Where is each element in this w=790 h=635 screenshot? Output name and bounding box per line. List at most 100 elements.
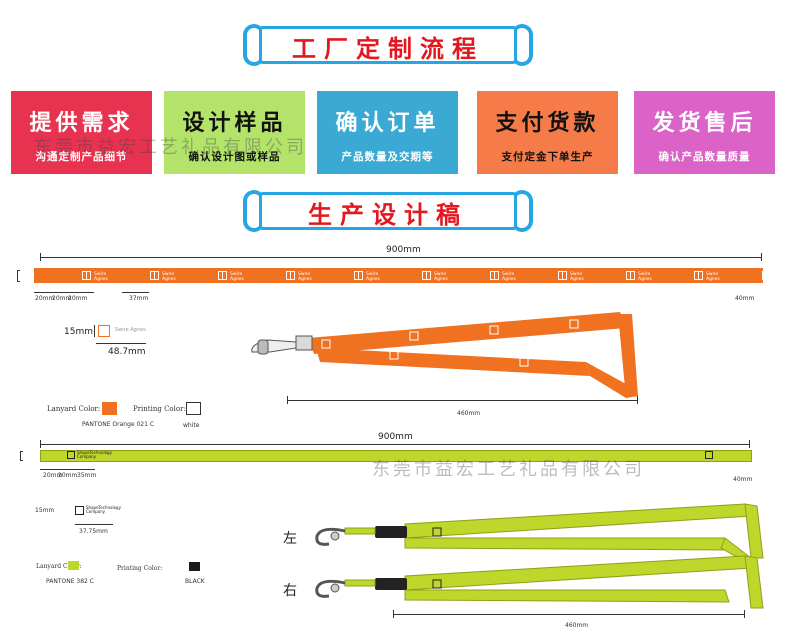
orange-strap-logo-text: Swire Agnes bbox=[434, 272, 448, 282]
orange-strap-logo: Swire Agnes bbox=[150, 271, 186, 282]
brand-mark-icon bbox=[422, 271, 431, 280]
green-logo-text: ShapeTechnology Company bbox=[77, 450, 112, 459]
orange-strap-logo: Swire Agnes bbox=[82, 271, 118, 282]
orange-strap-logo: Swire Agnes bbox=[694, 271, 730, 282]
orange-flat-strap: Swire Agnes Swire Agnes Swire Agnes Swire A… bbox=[34, 268, 788, 283]
step-shipping-aftersales: 发货售后 确认产品数量质量 bbox=[634, 91, 775, 174]
step-design-sample: 设计样品 确认设计图或样品 bbox=[164, 91, 305, 174]
step-provide-requirements: 提供需求 沟通定制产品细节 bbox=[11, 91, 152, 174]
brand-mark-icon bbox=[694, 271, 703, 280]
process-title-banner: 工厂定制流程 bbox=[243, 22, 533, 68]
right-label: 右 bbox=[283, 583, 297, 599]
orange-printing-swatch bbox=[186, 402, 201, 415]
brand-mark-icon bbox=[558, 271, 567, 280]
step-subtitle: 产品数量及交期等 bbox=[341, 151, 434, 163]
orange-width-marker bbox=[17, 270, 20, 282]
step-title: 提供需求 bbox=[29, 111, 134, 136]
orange-strap-logo-text: Swire Agnes bbox=[298, 272, 312, 282]
orange-strap-logo-text: Swire Agnes bbox=[570, 272, 584, 282]
brand-mark-icon bbox=[82, 271, 91, 280]
orange-lanyard-swatch bbox=[102, 402, 117, 415]
left-label: 左 bbox=[283, 531, 297, 547]
orange-strap-logo: Swire Agnes bbox=[762, 271, 790, 282]
green-hang-length: 460mm bbox=[565, 622, 589, 629]
orange-hang-dimension bbox=[287, 400, 638, 401]
orange-strap-logo: Swire Agnes bbox=[490, 271, 526, 282]
orange-hanging-lanyard bbox=[251, 312, 638, 400]
green-dim-2: 20mm bbox=[58, 472, 78, 479]
dim-line bbox=[75, 524, 113, 525]
green-dim-4: 40mm bbox=[733, 476, 753, 483]
orange-logo-height: 15mm bbox=[64, 327, 93, 337]
green-logo-sample-text: ShapeTechnology Company bbox=[86, 505, 121, 514]
orange-strap-logo: Swire Agnes bbox=[626, 271, 662, 282]
orange-dim-4: 37mm bbox=[129, 295, 149, 302]
green-logo-width: 37.75mm bbox=[79, 528, 108, 535]
dim-tick bbox=[287, 396, 288, 404]
green-length-label: 900mm bbox=[378, 432, 413, 442]
dim-line bbox=[34, 292, 94, 293]
orange-strap-logo-text: Swire Agnes bbox=[94, 272, 108, 282]
green-printing-color-label: Printing Color: bbox=[117, 565, 163, 572]
brand-mark-icon bbox=[490, 271, 499, 280]
brand-mark-icon bbox=[354, 271, 363, 280]
watermark-top: 东莞市益宏工艺礼品有限公司 bbox=[34, 137, 307, 158]
green-flat-strap bbox=[40, 450, 752, 462]
dim-tick bbox=[761, 253, 762, 261]
dim-tick bbox=[40, 253, 41, 261]
orange-strap-logo-text: Swire Agnes bbox=[638, 272, 652, 282]
orange-pantone: PANTONE Orange 021 C bbox=[82, 421, 155, 428]
brand-mark-icon bbox=[762, 271, 771, 280]
step-title: 发货售后 bbox=[652, 111, 757, 136]
design-title-banner: 生产设计稿 bbox=[243, 188, 533, 234]
green-width-marker bbox=[20, 451, 23, 461]
orange-strap-logo: Swire Agnes bbox=[286, 271, 322, 282]
watermark-bottom: 东莞市益宏工艺礼品有限公司 bbox=[372, 459, 645, 480]
brand-mark-icon bbox=[218, 271, 227, 280]
orange-strap-logo-text: Swire Agnes bbox=[366, 272, 380, 282]
step-payment: 支付货款 支付定金下单生产 bbox=[477, 91, 618, 174]
banner-plate bbox=[259, 192, 517, 230]
dim-line bbox=[96, 343, 146, 344]
step-subtitle: 确认产品数量质量 bbox=[658, 151, 751, 163]
green-printing-swatch bbox=[189, 562, 200, 571]
orange-length-label: 900mm bbox=[386, 245, 421, 255]
orange-printing-color-label: Printing Color: bbox=[133, 405, 186, 413]
orange-dim-5: 40mm bbox=[735, 295, 755, 302]
orange-logo-sample bbox=[98, 325, 110, 337]
dim-tick bbox=[637, 396, 638, 404]
green-length-dimension bbox=[40, 444, 750, 445]
orange-dim-1: 20mm bbox=[35, 295, 55, 302]
dim-tick bbox=[393, 610, 394, 618]
dim-line bbox=[122, 292, 149, 293]
orange-logo-width: 48.7mm bbox=[108, 347, 146, 357]
step-title: 支付货款 bbox=[495, 111, 600, 136]
orange-strap-logo: Swire Agnes bbox=[558, 271, 594, 282]
green-logo-mark-end bbox=[705, 451, 713, 459]
banner-plate bbox=[259, 26, 517, 64]
green-dim-3: 35mm bbox=[77, 472, 97, 479]
step-confirm-order: 确认订单 产品数量及交期等 bbox=[317, 91, 458, 174]
orange-strap-logo-text: Swire Agnes bbox=[706, 272, 720, 282]
step-title: 确认订单 bbox=[335, 111, 440, 136]
green-dim-1: 20mm bbox=[43, 472, 63, 479]
orange-length-dimension bbox=[40, 257, 762, 258]
dim-line bbox=[40, 469, 95, 470]
dim-tick bbox=[744, 610, 745, 618]
orange-strap-logo-text: Swire Agnes bbox=[502, 272, 516, 282]
step-subtitle: 沟通定制产品细节 bbox=[35, 151, 128, 163]
orange-strap-logo-text: Swire Agnes bbox=[774, 272, 788, 282]
orange-strap-logo-text: Swire Agnes bbox=[230, 272, 244, 282]
dim-line bbox=[94, 325, 95, 337]
green-pantone: PANTONE 382 C bbox=[46, 578, 94, 585]
step-title: 设计样品 bbox=[182, 111, 287, 136]
orange-dim-3: 20mm bbox=[68, 295, 88, 302]
green-hanging-lanyards bbox=[315, 503, 764, 609]
design-title: 生产设计稿 bbox=[308, 200, 468, 229]
green-hang-dimension bbox=[393, 614, 745, 615]
green-logo-mark bbox=[67, 451, 75, 459]
orange-lanyard-color-label: Lanyard Color: bbox=[47, 405, 101, 413]
green-lanyard-color-label: Lanyard Color: bbox=[36, 563, 82, 570]
green-logo-sample bbox=[75, 506, 84, 515]
orange-strap-logo: Swire Agnes bbox=[422, 271, 458, 282]
